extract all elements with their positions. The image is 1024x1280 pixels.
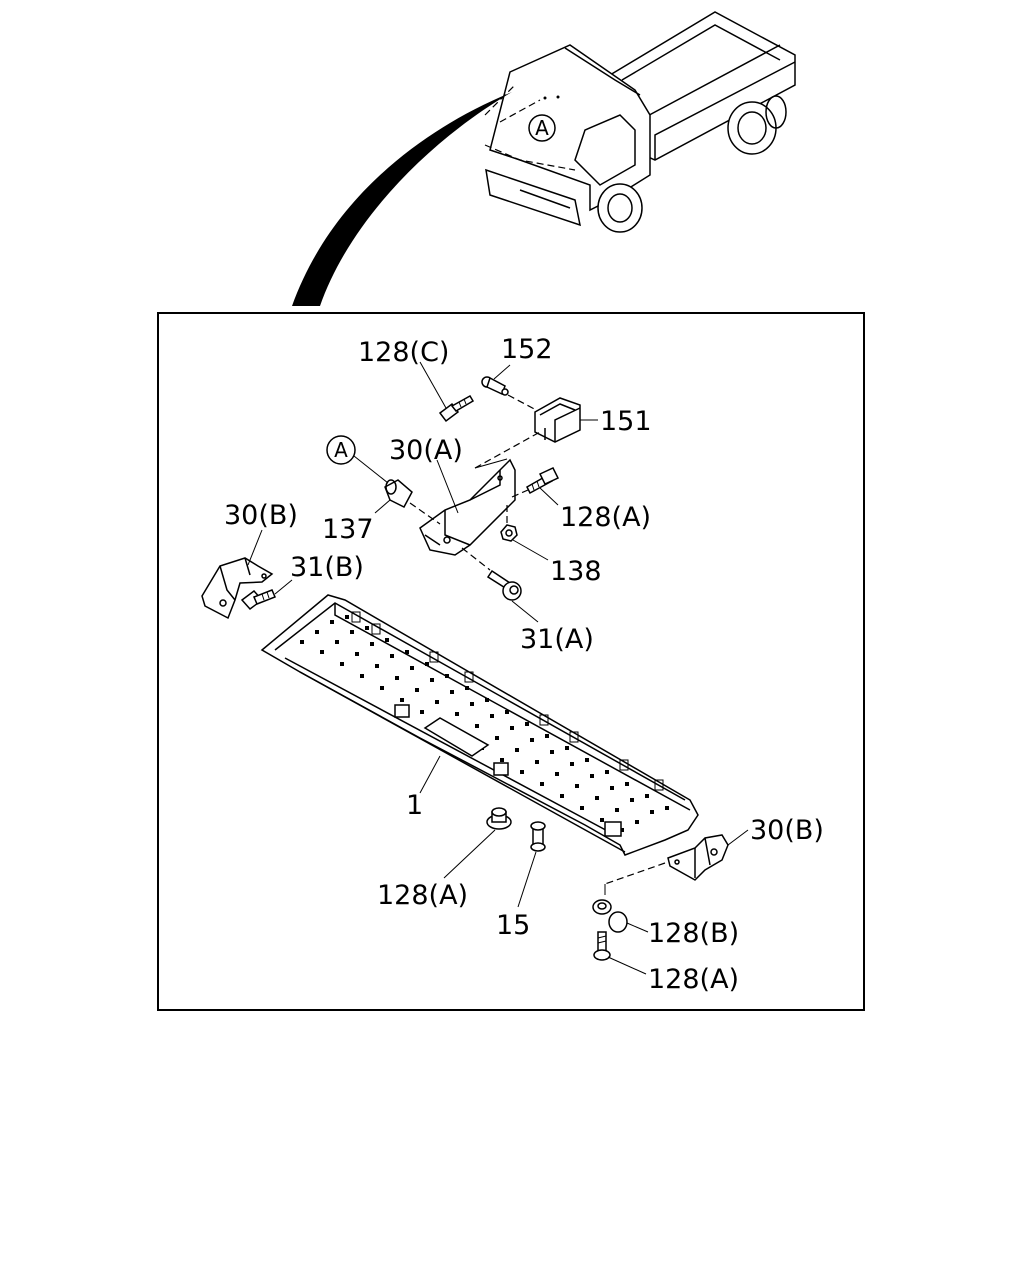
label-137: 137 <box>322 514 374 545</box>
label-31b: 31(B) <box>290 552 364 583</box>
clip-152-icon <box>481 376 509 396</box>
label-128a-top: 128(A) <box>560 502 651 533</box>
callout-label-a-truck: A <box>535 116 549 140</box>
callout-circle-a-detail <box>326 435 356 465</box>
panel-1-icon <box>260 594 699 856</box>
label-128a-bottom-right: 128(A) <box>648 964 739 995</box>
clip-137-icon <box>384 479 413 508</box>
label-1: 1 <box>406 790 423 821</box>
bolt-128a-top-icon <box>526 467 560 495</box>
detail-frame <box>157 312 865 1011</box>
label-30b-left: 30(B) <box>224 500 298 531</box>
label-138: 138 <box>550 556 602 587</box>
label-128b: 128(B) <box>648 918 739 949</box>
label-151: 151 <box>600 406 652 437</box>
label-128c: 128(C) <box>358 337 449 368</box>
label-128a-bottom-left: 128(A) <box>377 880 468 911</box>
nut-138-icon <box>500 524 518 542</box>
bracket-30a-icon <box>419 458 516 556</box>
screw-31a-icon <box>486 569 522 601</box>
callout-label-a-detail: A <box>334 438 348 462</box>
bracket-30b-right-icon <box>667 834 729 881</box>
bracket-151-icon <box>534 397 581 443</box>
bracket-30b-left-icon <box>201 557 274 620</box>
screw-31b-icon <box>240 589 276 611</box>
panel-perforation-pattern <box>300 615 669 832</box>
label-15: 15 <box>496 910 530 941</box>
grommet-128b-icon <box>592 899 628 933</box>
label-30a: 30(A) <box>389 435 463 466</box>
clip-15-icon <box>530 821 546 852</box>
zoom-pointer <box>292 92 512 306</box>
truck-overview: A <box>484 11 796 233</box>
label-30b-right: 30(B) <box>750 815 824 846</box>
label-31a: 31(A) <box>520 624 594 655</box>
label-152: 152 <box>501 334 553 365</box>
bolt-128a-bottom-right-icon <box>593 931 611 961</box>
grommet-128a-bottom-left-icon <box>486 807 512 830</box>
bolt-128c-icon <box>438 394 475 423</box>
callout-circle-a-truck <box>528 114 556 142</box>
